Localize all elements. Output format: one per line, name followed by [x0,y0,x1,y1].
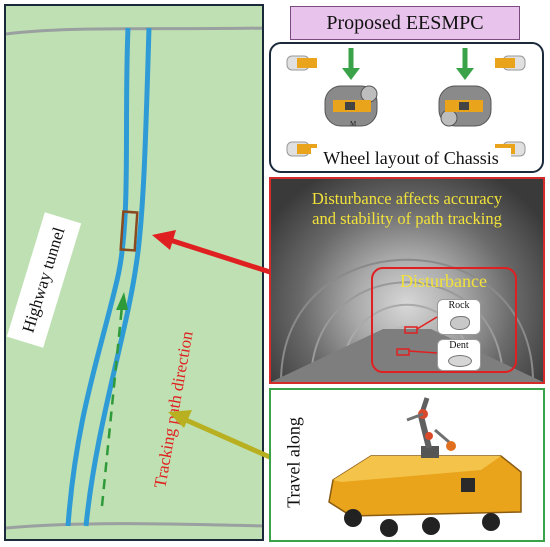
lane-left [65,27,131,527]
rock-icon [450,316,470,330]
disturbance-pointers [396,316,438,356]
wheel-top-right-icon [495,55,526,71]
travel-along-label: Travel along [283,417,304,508]
olive-arrow [184,417,274,461]
chassis-layout-panel: M Wheel layout of Chassis [269,42,544,173]
robot-illustration [328,397,522,537]
rock-thumbnail: Rock [437,299,481,335]
disturbance-title: Disturbance [400,271,487,291]
wheel-bottom-left-icon [286,141,317,157]
chassis-caption: Wheel layout of Chassis [311,148,511,169]
drive-module-right-icon [438,85,492,127]
tunnel-map-panel: Highway tunnel Tracking path direction [4,4,264,541]
tunnel-disturbance-panel: Disturbance affects accuracy and stabili… [269,177,545,384]
tunnel-map-graphic [6,26,262,530]
dent-icon [448,355,472,367]
drive-module-left-icon [324,85,378,127]
dent-thumbnail: Dent [437,339,481,371]
disturbance-caption-line2: and stability of path tracking [312,209,502,228]
chassis-graphic: M [286,48,526,157]
wheel-top-left-icon [286,55,317,71]
disturbance-caption-line1: Disturbance affects accuracy [311,189,503,208]
robot-panel: Travel along [269,388,545,542]
dent-label: Dent [449,340,469,351]
lane-right [83,27,152,527]
disturbance-box: Disturbance Rock Dent [371,267,517,373]
method-label-box: Proposed EESMPC [290,6,520,40]
disturbance-caption: Disturbance affects accuracy and stabili… [271,189,543,229]
wheel-motor-label: M [350,120,357,128]
rock-label: Rock [448,300,470,311]
red-arrow [169,237,271,275]
vehicle-marker [119,210,139,252]
